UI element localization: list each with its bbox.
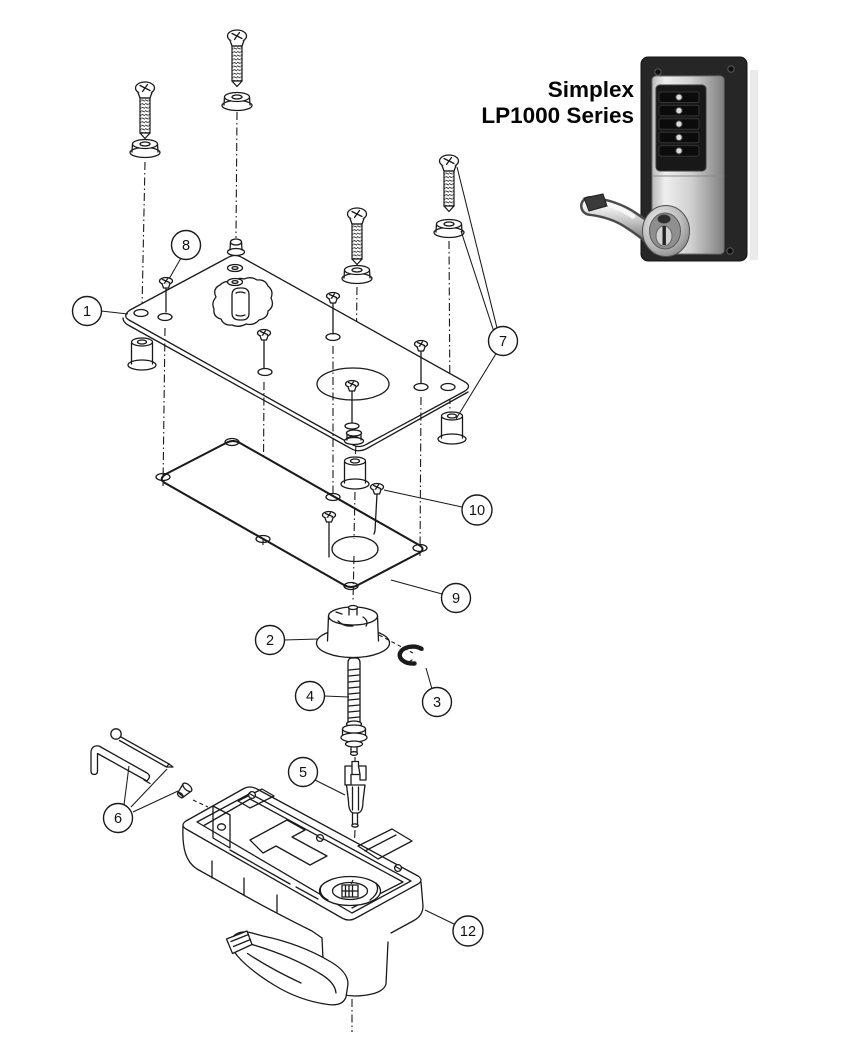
change-hub	[315, 604, 414, 659]
mounting-screw-far-right	[433, 154, 465, 239]
svg-text:9: 9	[452, 591, 460, 607]
mounting-screw-left	[129, 81, 161, 159]
spanner-wrench	[90, 745, 151, 782]
svg-text:7: 7	[499, 334, 507, 350]
callout-10: 10	[461, 494, 493, 526]
callout-6: 6	[102, 802, 134, 834]
plate-screw-8d	[413, 339, 429, 384]
svg-text:8: 8	[182, 238, 190, 254]
callout-9: 9	[440, 582, 472, 614]
center-through-screw	[343, 379, 365, 446]
callout-4: 4	[294, 680, 326, 712]
plate-corner-grommet	[226, 238, 246, 287]
callout-8: 8	[170, 229, 202, 261]
housing-interior	[212, 788, 413, 907]
svg-text:6: 6	[114, 811, 122, 827]
pin-tool	[110, 728, 174, 768]
gasket-plate	[155, 437, 428, 591]
standoff-left	[127, 337, 157, 371]
svg-text:4: 4	[306, 689, 314, 705]
svg-text:12: 12	[460, 924, 476, 940]
product-title-line2: LP1000 Series	[481, 103, 634, 128]
key-cylinder-photo	[642, 205, 690, 257]
svg-text:2: 2	[266, 633, 274, 649]
standoff-center	[340, 456, 370, 490]
gasket-screw-10b	[321, 510, 337, 558]
callout-7: 7	[487, 325, 519, 357]
callout-leaders	[100, 166, 498, 925]
plate-screw-8c	[325, 291, 341, 335]
retaining-clip	[397, 644, 424, 666]
product-photo	[580, 56, 758, 262]
photo-shadow	[750, 70, 758, 260]
product-title: Simplex LP1000 Series	[481, 77, 634, 128]
center-line-gasket	[352, 491, 356, 602]
standoff-right	[437, 411, 467, 445]
lock-housing	[182, 786, 424, 1006]
plunger	[344, 760, 367, 828]
center-line-into-housing	[350, 879, 354, 885]
plate-screw-8a	[158, 276, 174, 313]
mounting-plate	[122, 238, 470, 452]
product-title-line1: Simplex	[548, 77, 635, 102]
callout-5: 5	[287, 756, 319, 788]
mounting-screw-mid	[221, 29, 253, 112]
spindle-shaft	[340, 657, 368, 756]
callout-1: 1	[71, 295, 103, 327]
svg-text:10: 10	[469, 503, 485, 519]
callout-3: 3	[421, 686, 453, 718]
gasket-spindle-hole	[331, 535, 379, 563]
svg-text:3: 3	[433, 695, 441, 711]
center-line-plunger	[352, 829, 356, 878]
mounting-screw-right-mid	[341, 207, 373, 285]
gasket-screw-10a	[369, 482, 385, 535]
plate-screw-8b	[256, 328, 272, 369]
svg-text:5: 5	[299, 765, 307, 781]
svg-text:1: 1	[83, 304, 91, 320]
lever-handle-drawing	[225, 930, 349, 1006]
plug-screw	[176, 782, 193, 799]
callout-2: 2	[254, 624, 286, 656]
keypad-buttons	[658, 91, 700, 157]
tools	[90, 728, 209, 808]
callout-12: 12	[452, 915, 484, 947]
